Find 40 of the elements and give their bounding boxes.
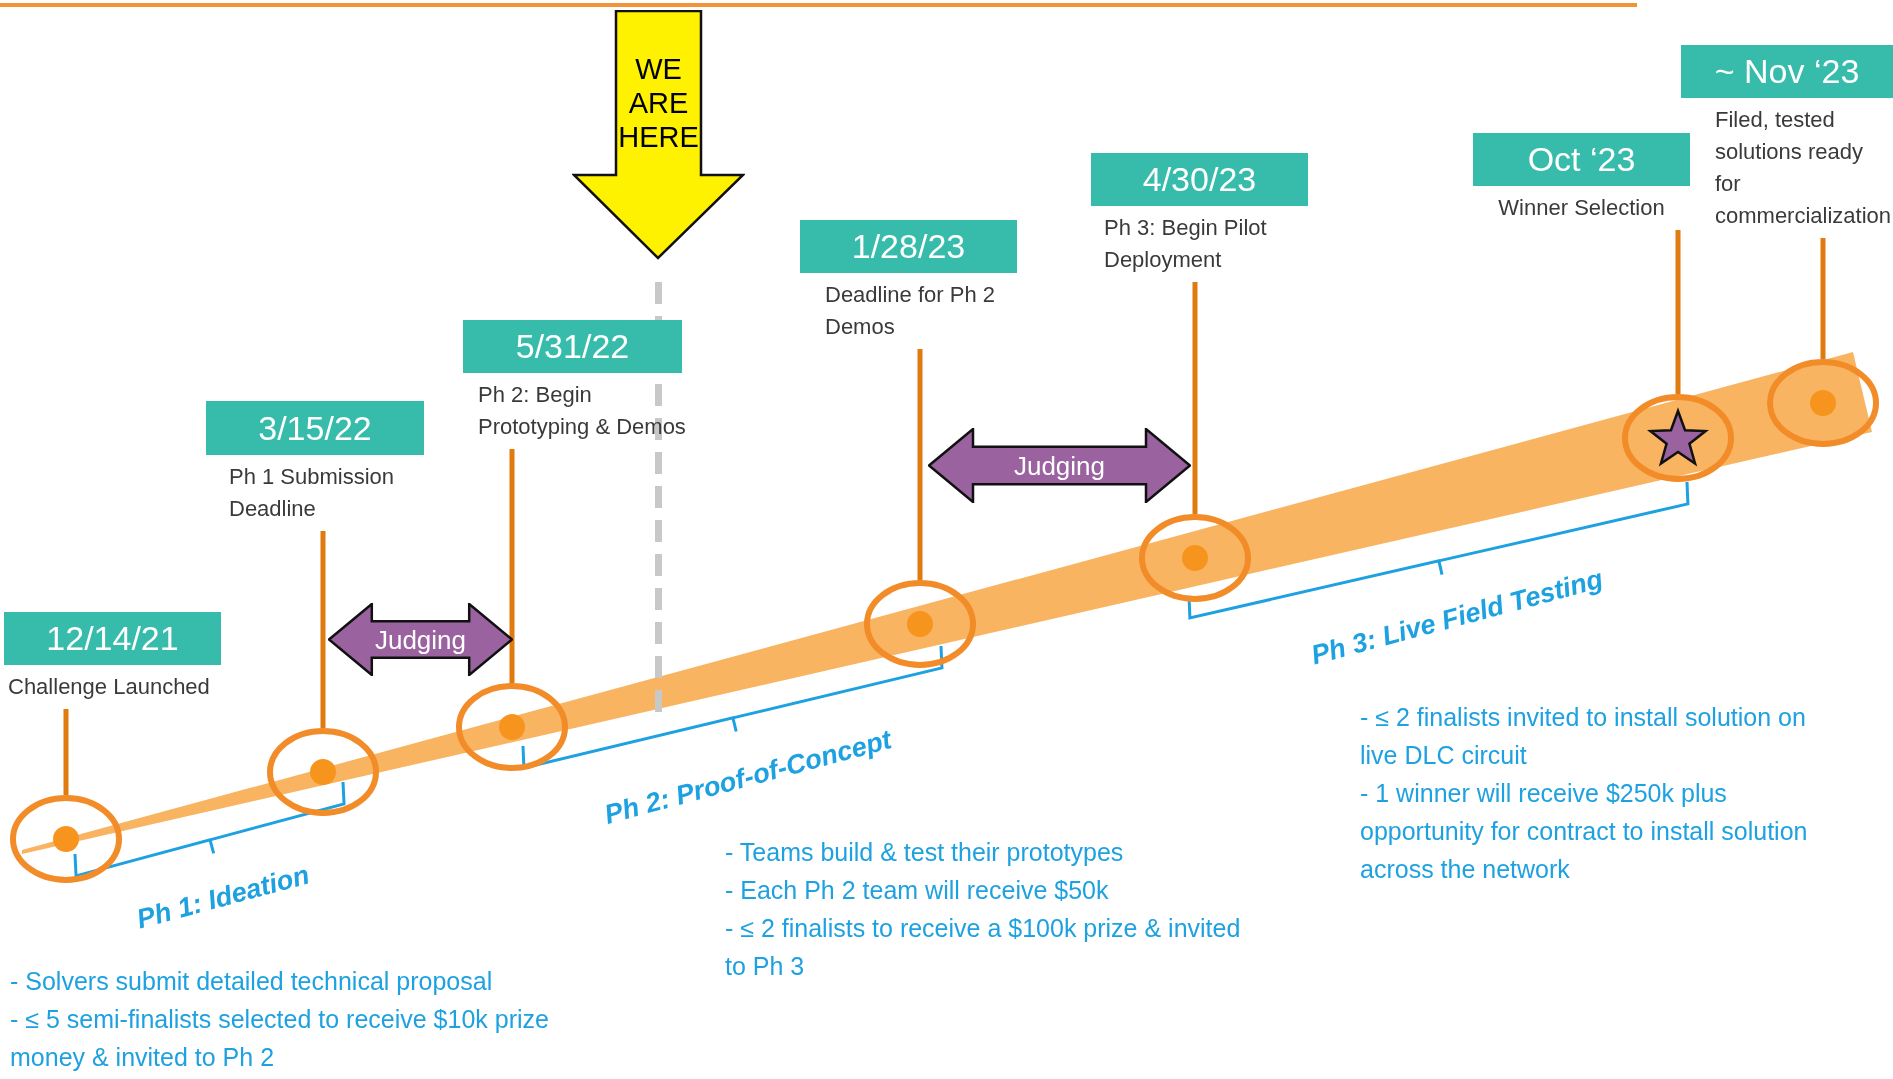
- milestone-date: 1/28/23: [800, 220, 1017, 273]
- milestone-description: Challenge Launched: [8, 673, 211, 701]
- phase-label: Ph 1: Ideation: [132, 858, 314, 937]
- milestone-date: 12/14/21: [4, 612, 221, 665]
- down-arrow-callout: WE ARE HERE: [572, 10, 745, 260]
- double-arrow: Judging: [328, 603, 513, 676]
- milestone-stem: [1675, 230, 1681, 394]
- milestone-marker: [455, 682, 569, 772]
- milestone-stem: [917, 349, 923, 580]
- milestone-stem: [63, 709, 69, 795]
- milestone-stem: [320, 531, 326, 728]
- milestone-stem: [509, 449, 515, 683]
- milestone-description: Ph 3: Begin Pilot Deployment: [1104, 214, 1268, 274]
- milestone-date: 4/30/23: [1091, 153, 1308, 206]
- dashed-line: [655, 282, 662, 712]
- phase-label: Ph 3: Live Field Testing: [1306, 562, 1608, 673]
- phase-note: - ≤ 5 semi-finalists selected to receive $10k prize money & invited to Ph 2: [10, 1004, 550, 1073]
- milestone-description: Ph 1 Submission Deadline: [229, 463, 396, 523]
- phase-note: - ≤ 2 finalists to receive a $100k prize & invited to Ph 3: [725, 913, 1242, 982]
- milestone-stem: [1820, 238, 1826, 359]
- milestone-marker: [266, 727, 380, 817]
- milestone-date: ~ Nov ‘23: [1681, 45, 1893, 98]
- milestone-marker: [9, 794, 123, 884]
- double-arrow: Judging: [928, 428, 1191, 503]
- milestone-date: 3/15/22: [206, 401, 424, 455]
- milestone-description: Deadline for Ph 2 Demos: [825, 281, 996, 341]
- milestone-date: Oct ‘23: [1473, 133, 1690, 186]
- phase-note: - Each Ph 2 team will receive $50k: [725, 875, 1110, 906]
- phase-note: - Teams build & test their prototypes: [725, 837, 1125, 868]
- milestone-marker: [1138, 513, 1252, 603]
- milestone-marker: [863, 579, 977, 669]
- milestone-marker: [1766, 358, 1880, 448]
- milestone-description: Winner Selection: [1497, 194, 1666, 222]
- phase-note: - 1 winner will receive $250k plus opportunity for contract to install solution across the network: [1360, 778, 1809, 885]
- phase-note: - ≤ 2 finalists invited to install solution on live DLC circuit: [1360, 702, 1807, 771]
- phase-note: - Solvers submit detailed technical proposal: [10, 966, 494, 997]
- milestone-description: Filed, tested solutions ready for commercialization: [1715, 106, 1893, 230]
- milestone-date: 5/31/22: [463, 320, 682, 373]
- milestone-stem: [1192, 282, 1198, 514]
- milestone-description: Ph 2: Begin Prototyping & Demos: [478, 381, 687, 441]
